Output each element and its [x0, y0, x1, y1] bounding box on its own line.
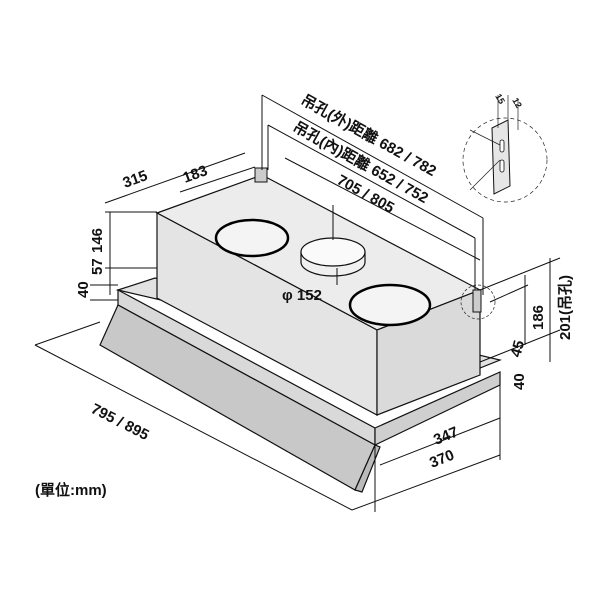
detail-callout-circle — [460, 284, 496, 320]
dim-depth-347: 347 — [431, 424, 461, 449]
bracket-left — [254, 167, 268, 183]
duct-opening — [300, 237, 366, 267]
bracket-dim-15: 15 — [493, 92, 507, 106]
dim-total-width: 795 / 895 — [88, 400, 151, 444]
bracket-right — [472, 289, 482, 313]
hood-body — [155, 167, 496, 416]
dim-40-right: 40 — [511, 373, 528, 390]
intake-right — [348, 283, 432, 327]
dim-height-201: 201(吊孔) — [557, 275, 574, 340]
visor-edge — [354, 444, 381, 493]
dim-height-57: 57 — [89, 258, 106, 275]
bracket-dim-12: 12 — [510, 96, 524, 110]
bracket-detail: 15 12 — [462, 92, 548, 203]
dim-height-186: 186 — [530, 305, 547, 330]
dim-45: 45 — [507, 339, 528, 360]
dim-height-146: 146 — [89, 228, 106, 253]
dim-duct-diameter: φ 152 — [282, 287, 322, 304]
dim-depth-370: 370 — [427, 447, 457, 472]
dim-height-40-left: 40 — [75, 281, 92, 298]
unit-label: (單位:mm) — [35, 481, 107, 499]
dimension-lines — [34, 94, 561, 512]
intake-left — [214, 218, 290, 258]
